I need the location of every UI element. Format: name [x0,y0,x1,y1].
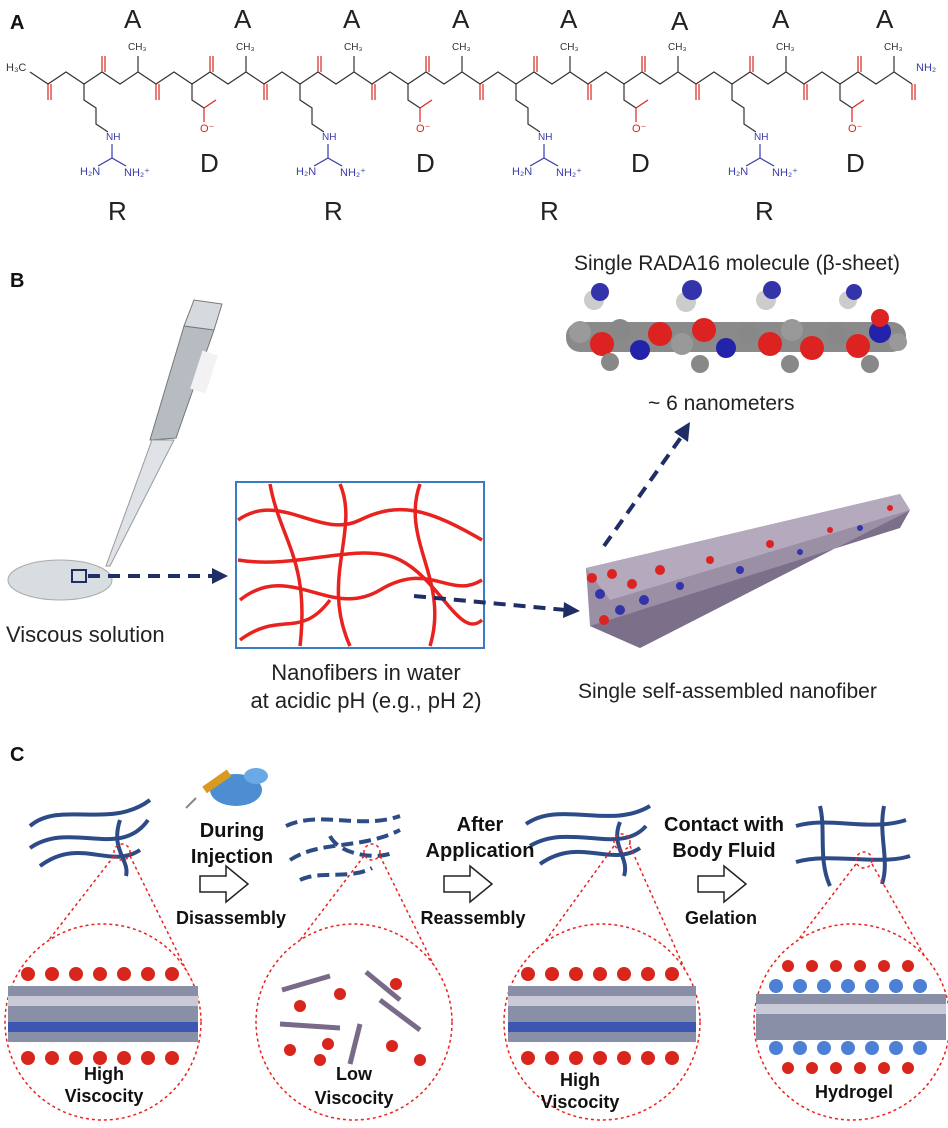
label-high-2: High [560,1070,600,1090]
residue-label-a6: A [671,6,689,36]
label-after: After [456,814,504,836]
residue-label-r4: R [755,196,774,226]
methyl-label-5: CH₃ [560,42,579,53]
outline-arrow-1 [199,864,250,904]
guanidinium-nh-3: NH [538,132,553,143]
gloved-hand-with-syringe [185,768,268,809]
methyl-label-4: CH₃ [452,42,471,53]
fibers-state-3 [524,804,652,877]
carboxylate-label-4: O⁻ [848,123,863,135]
peptide-backbone [29,71,913,85]
residue-label-a4: A [452,4,470,34]
residue-label-d2: D [416,148,435,178]
syringe-tube [105,299,223,567]
arrow-to-fiber [413,594,567,612]
methyl-label-1: CH₃ [128,42,147,53]
outline-arrow-3 [697,864,748,904]
panel-b-graphics [7,280,910,649]
residue-label-d3: D [631,148,650,178]
panel-c-label: C [10,744,25,766]
residue-label-r2: R [324,196,343,226]
carboxylate-bonds [203,99,865,122]
label-body-fluid: Body Fluid [672,840,776,862]
panel-a-label: A [10,12,25,34]
zoom-square [71,569,87,583]
methyl-label-8: CH₃ [884,42,903,53]
methyl-label-2: CH₃ [236,42,255,53]
outline-arrow-2 [443,864,494,904]
peptide-structure [29,56,916,167]
circle-3-content [508,967,696,1065]
residue-label-a8: A [876,4,894,34]
single-nanofiber [586,494,910,648]
guanidinium-left-4: H₂N [728,166,749,178]
nanofibers-label-line1: Nanofibers in water [271,660,461,685]
guanidinium-right-4: NH₂⁺ [772,167,798,179]
guanidinium-left-1: H₂N [80,166,101,178]
residue-label-r3: R [540,196,559,226]
guanidinium-left-2: H₂N [296,166,317,178]
molecule-title: Single RADA16 molecule (β-sheet) [574,252,901,275]
guanidinium-nh-1: NH [106,132,121,143]
guanidinium-right-3: NH₂⁺ [556,167,582,179]
fibers-state-4 [795,805,911,887]
label-injection: Injection [190,846,274,868]
residue-label-d1: D [200,148,219,178]
fibers-state-1 [28,798,152,877]
scale-label: ~ 6 nanometers [648,392,795,415]
label-gelation: Gelation [684,908,757,928]
label-disassembly: Disassembly [175,908,287,928]
nanofiber-network [236,483,484,647]
amide-end-label: NH₂ [916,62,937,74]
panel-b-label: B [10,270,25,292]
circle-1-content [8,967,198,1065]
carboxylate-label-2: O⁻ [416,123,431,135]
label-high-1: High [84,1064,124,1084]
viscous-solution-label: Viscous solution [6,622,165,647]
circle-4-content [756,960,946,1074]
aspartate-sidechains [191,84,853,109]
residue-label-a1: A [124,4,142,34]
residue-label-d4: D [846,148,865,178]
rada16-molecule [566,280,907,373]
single-fiber-label: Single self-assembled nanofiber [578,680,877,703]
residue-label-a2: A [234,4,252,34]
arginine-sidechains [83,84,757,133]
carboxylate-label-3: O⁻ [632,123,647,135]
label-contact-with: Contact with [664,814,784,836]
arrow-to-molecule [602,434,684,548]
methyl-label-3: CH₃ [344,42,363,53]
methyl-bonds [137,56,895,72]
methyl-label-6: CH₃ [668,42,687,53]
label-hydrogel: Hydrogel [814,1082,893,1102]
label-during: During [199,820,265,842]
carboxylate-label-1: O⁻ [200,123,215,135]
label-low: Low [336,1064,372,1084]
residue-label-r1: R [108,196,127,226]
label-viscosity-3: Viscocity [540,1092,620,1112]
guanidinium-nh-2: NH [322,132,337,143]
guanidinium-bonds [97,144,775,167]
label-viscosity-1: Viscocity [64,1086,144,1106]
label-reassembly: Reassembly [420,908,526,928]
residue-label-a5: A [560,4,578,34]
residue-label-a7: A [772,4,790,34]
guanidinium-right-1: NH₂⁺ [124,167,150,179]
label-application: Application [425,840,535,862]
circle-2-content [279,970,426,1066]
fibers-state-2 [285,814,401,882]
guanidinium-left-3: H₂N [512,166,533,178]
residue-label-a3: A [343,4,361,34]
methyl-label-7: CH₃ [776,42,795,53]
acetyl-cap-label: H₃C [6,62,27,74]
carbonyl-bonds [47,56,916,100]
guanidinium-right-2: NH₂⁺ [340,167,366,179]
nanofibers-label-line2: at acidic pH (e.g., pH 2) [250,688,482,713]
label-viscosity-2: Viscocity [314,1088,394,1108]
guanidinium-nh-4: NH [754,132,769,143]
